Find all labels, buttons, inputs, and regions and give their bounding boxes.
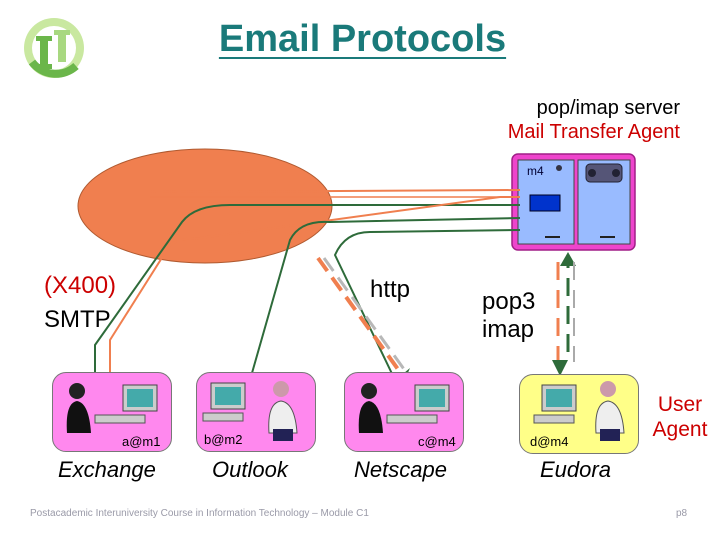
- page-number: p8: [676, 508, 688, 519]
- server-label: pop/imap server: [536, 97, 680, 119]
- client-address: c@m4: [418, 434, 456, 449]
- client-netscape: [344, 372, 464, 452]
- server-host-label: m4: [527, 164, 544, 178]
- footer-text: Postacademic Interuniversity Course in I…: [30, 508, 369, 519]
- user-computer-icon: [66, 383, 158, 433]
- user-agent-line2: Agent: [652, 418, 708, 441]
- netscape-green-line: [333, 229, 521, 381]
- client-exchange: [52, 372, 172, 452]
- user-computer-icon: [358, 383, 450, 433]
- client-program: Netscape: [354, 457, 447, 482]
- exchange-red-line: [109, 196, 520, 380]
- user-agent-line1: User: [657, 393, 703, 416]
- outlook-green-line: [249, 217, 521, 381]
- logo: [24, 18, 84, 78]
- pop3-label: pop3: [482, 288, 536, 315]
- smtp-green-line: [94, 204, 520, 380]
- user-computer-icon: [533, 381, 625, 441]
- page-title: Email Protocols: [218, 18, 507, 60]
- mta-label: Mail Transfer Agent: [507, 121, 680, 143]
- client-address: d@m4: [530, 434, 569, 449]
- http-label: http: [370, 276, 411, 303]
- x400-label: (X400): [44, 272, 117, 299]
- user-computer-icon: [202, 381, 298, 441]
- user-agent-label: User Agent: [640, 392, 720, 442]
- client-address: b@m2: [204, 432, 243, 447]
- client-program: Outlook: [212, 457, 288, 482]
- client-address: a@m1: [122, 434, 161, 449]
- client-program: Exchange: [58, 457, 156, 482]
- imap-label: imap: [482, 316, 535, 343]
- client-outlook: [196, 372, 316, 452]
- client-eudora: [519, 374, 639, 454]
- smtp-label: SMTP: [44, 306, 111, 333]
- client-program: Eudora: [540, 457, 611, 482]
